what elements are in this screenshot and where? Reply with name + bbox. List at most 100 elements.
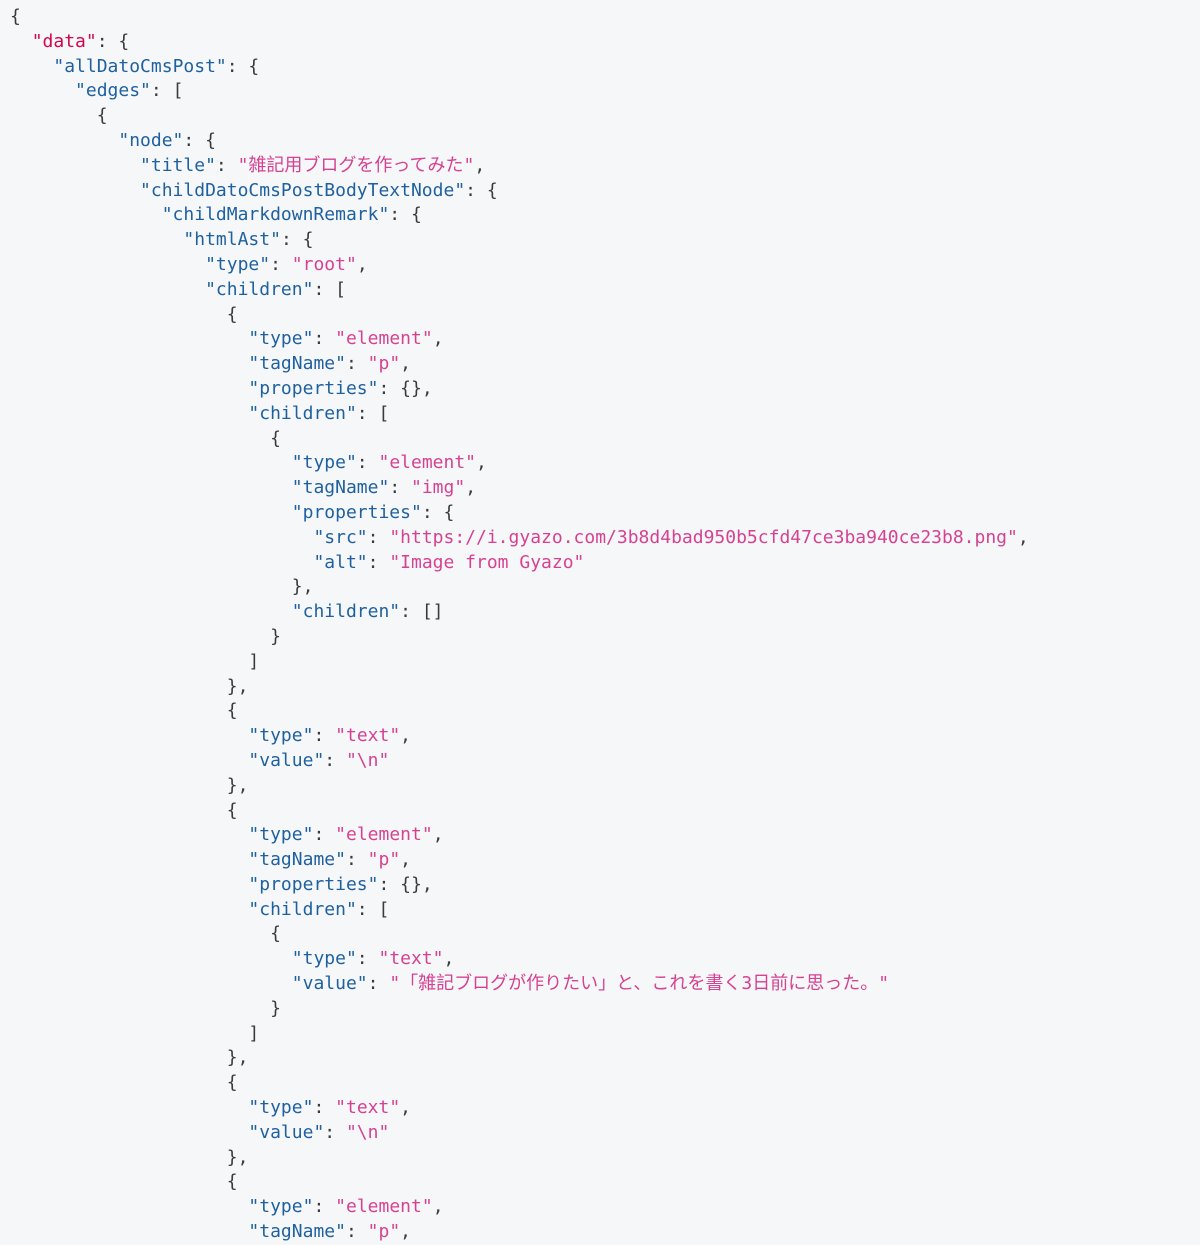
json-punctuation: : [ (356, 402, 390, 424)
json-string-value: "text" (335, 725, 401, 747)
indent-whitespace (10, 527, 313, 548)
json-key: "alt" (313, 551, 368, 573)
json-string-value: "text" (378, 948, 444, 970)
json-punctuation: { (226, 700, 238, 722)
json-punctuation: , (400, 353, 412, 375)
json-key: "properties" (291, 501, 422, 523)
json-key: "node" (118, 129, 184, 151)
indent-whitespace (10, 304, 227, 325)
json-punctuation: : (324, 749, 346, 771)
indent-whitespace (10, 328, 248, 349)
indent-whitespace (10, 750, 248, 771)
json-line: }, (10, 774, 1190, 799)
json-punctuation: { (226, 303, 238, 325)
indent-whitespace (10, 1072, 227, 1093)
json-line: "allDatoCmsPost": { (10, 55, 1190, 80)
json-punctuation: : (367, 973, 390, 995)
json-punctuation: : [] (400, 601, 444, 623)
json-punctuation: : (345, 1221, 368, 1243)
json-key: "tagName" (248, 1221, 346, 1243)
json-line: { (10, 799, 1190, 824)
json-punctuation: : (313, 1196, 336, 1218)
json-string-value: "p" (367, 1221, 401, 1243)
indent-whitespace (10, 998, 270, 1019)
json-line: }, (10, 1046, 1190, 1071)
json-punctuation: : (313, 1097, 336, 1119)
json-string-value: "Image from Gyazo" (389, 551, 585, 573)
json-line: { (10, 5, 1190, 30)
indent-whitespace (10, 651, 248, 672)
json-key: "tagName" (248, 353, 346, 375)
json-key: "type" (248, 1196, 314, 1218)
json-key: "childDatoCmsPostBodyTextNode" (140, 179, 466, 201)
json-line: "value": "\n" (10, 1121, 1190, 1146)
json-line: "children": [ (10, 898, 1190, 923)
json-punctuation: : { (421, 501, 455, 523)
json-punctuation: { (270, 427, 281, 449)
json-line: } (10, 997, 1190, 1022)
indent-whitespace (10, 923, 270, 944)
json-line: { (10, 1170, 1190, 1195)
json-key: "children" (291, 601, 401, 623)
json-key: "type" (291, 452, 357, 474)
json-punctuation: }, (226, 774, 249, 796)
json-key: "edges" (75, 80, 151, 102)
json-key: "type" (248, 725, 314, 747)
json-punctuation: : (345, 849, 368, 871)
json-key: "type" (248, 328, 314, 350)
json-punctuation: : { (96, 30, 130, 52)
json-punctuation: : { (226, 55, 260, 77)
json-line: ] (10, 1022, 1190, 1047)
indent-whitespace (10, 353, 248, 374)
json-punctuation: , (400, 725, 412, 747)
indent-whitespace (10, 452, 292, 473)
json-punctuation: }, (226, 1047, 249, 1069)
json-key: "tagName" (248, 849, 346, 871)
json-key: "value" (291, 973, 368, 995)
json-punctuation: : {}, (378, 873, 433, 895)
json-key: "src" (313, 526, 368, 548)
json-line: "tagName": "img", (10, 476, 1190, 501)
json-punctuation: { (226, 799, 238, 821)
json-punctuation: : [ (313, 278, 346, 300)
json-line: }, (10, 1146, 1190, 1171)
json-string-value: "img" (411, 477, 466, 499)
json-punctuation: , (465, 477, 477, 499)
indent-whitespace (10, 502, 292, 523)
json-key: "children" (248, 402, 357, 424)
json-key: "type" (205, 253, 271, 275)
indent-whitespace (10, 824, 248, 845)
json-punctuation: : (356, 452, 379, 474)
json-punctuation: : [ (150, 80, 184, 102)
json-punctuation: : (215, 154, 238, 176)
indent-whitespace (10, 428, 270, 449)
json-punctuation: , (400, 849, 412, 871)
indent-whitespace (10, 180, 140, 201)
json-line: { (10, 104, 1190, 129)
json-punctuation: : { (183, 129, 216, 151)
indent-whitespace (10, 1147, 227, 1168)
indent-whitespace (10, 849, 248, 870)
indent-whitespace (10, 800, 227, 821)
json-line: "node": { (10, 129, 1190, 154)
indent-whitespace (10, 1047, 227, 1068)
json-line: }, (10, 575, 1190, 600)
indent-whitespace (10, 155, 140, 176)
indent-whitespace (10, 1221, 248, 1242)
json-string-value: "element" (378, 452, 477, 474)
json-key: "title" (140, 154, 216, 176)
json-punctuation: : (389, 477, 411, 499)
indent-whitespace (10, 477, 292, 498)
json-line: "type": "text", (10, 724, 1190, 749)
json-string-value: "element" (335, 328, 433, 350)
indent-whitespace (10, 1122, 248, 1143)
indent-whitespace (10, 601, 292, 622)
json-line: "children": [] (10, 600, 1190, 625)
json-punctuation: }, (226, 675, 249, 697)
json-line: "type": "text", (10, 1096, 1190, 1121)
json-key: "children" (205, 278, 314, 300)
json-string-value: "https://i.gyazo.com/3b8d4bad950b5cfd47c… (389, 526, 1018, 548)
json-key: "tagName" (291, 477, 390, 499)
json-punctuation: { (270, 923, 281, 945)
